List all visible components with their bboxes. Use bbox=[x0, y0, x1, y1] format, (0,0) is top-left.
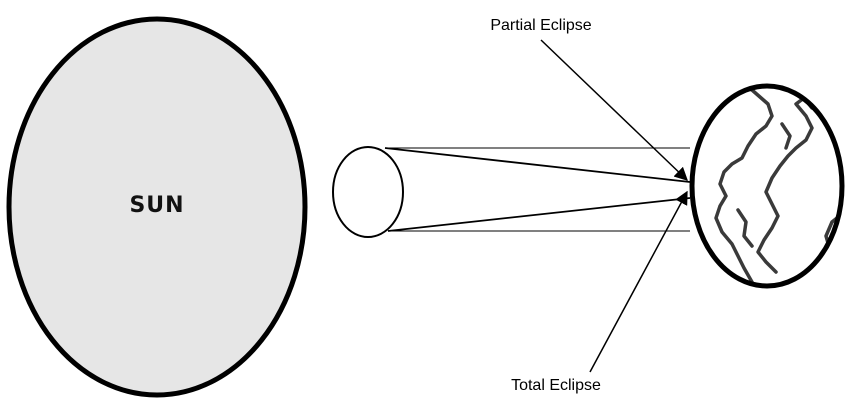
upper-crossing-line bbox=[385, 148, 690, 182]
earth bbox=[692, 86, 842, 286]
total-eclipse-arrow bbox=[590, 192, 687, 372]
lower-crossing-line bbox=[388, 198, 690, 231]
partial-eclipse-label: Partial Eclipse bbox=[490, 17, 591, 34]
sun-label: SUN bbox=[129, 193, 184, 218]
total-eclipse-label: Total Eclipse bbox=[511, 377, 601, 394]
partial-eclipse-arrow bbox=[541, 40, 687, 180]
moon bbox=[333, 147, 403, 237]
